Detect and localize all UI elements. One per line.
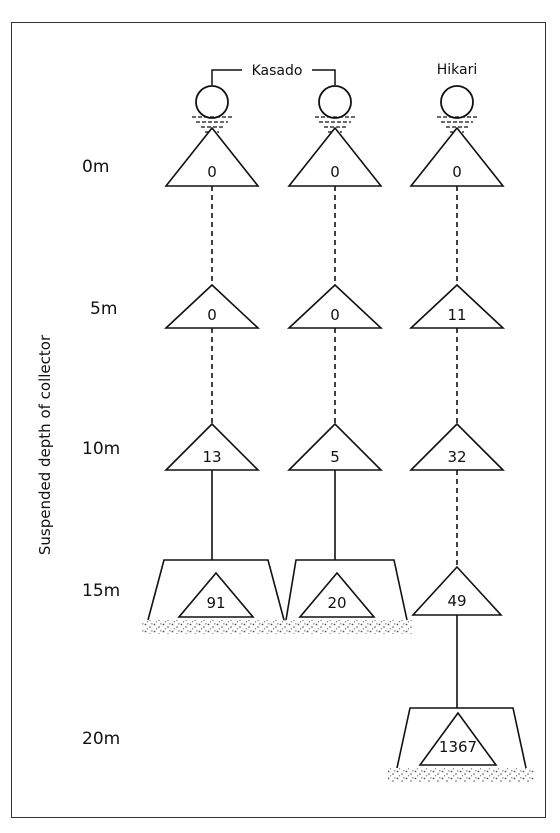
seabed-col-2 <box>290 620 412 634</box>
count-col3-0m: 0 <box>452 163 462 181</box>
count-col1-5m: 0 <box>207 306 217 324</box>
count-col1-10m: 13 <box>202 448 221 466</box>
count-col2-10m: 5 <box>330 448 340 466</box>
count-col2-15m: 20 <box>327 594 346 612</box>
seabed-col-1-2 <box>142 620 290 634</box>
count-col3-10m: 32 <box>447 448 466 466</box>
collector-column-1 <box>147 126 285 621</box>
count-col1-15m: 91 <box>206 594 225 612</box>
seabed-col-3 <box>388 768 534 782</box>
count-col2-0m: 0 <box>330 163 340 181</box>
depth-label-0m: 0m <box>82 157 109 177</box>
group-label-hikari: Hikari <box>437 62 478 78</box>
count-col3-5m: 11 <box>447 306 466 324</box>
depth-label-20m: 20m <box>82 729 120 749</box>
buoy-col-2 <box>315 85 355 133</box>
buoy-col-1 <box>192 85 232 133</box>
count-col1-0m: 0 <box>207 163 217 181</box>
y-axis-title: Suspended depth of collector <box>36 334 54 555</box>
count-col3-15m: 49 <box>447 592 466 610</box>
buoy-col-3 <box>437 85 477 133</box>
count-col3-20m: 1367 <box>439 738 477 756</box>
depth-label-5m: 5m <box>90 299 117 319</box>
count-col2-5m: 0 <box>330 306 340 324</box>
group-label-kasado: Kasado <box>252 63 303 79</box>
collector-column-3 <box>396 126 527 769</box>
kasado-bracket <box>211 69 336 85</box>
depth-label-10m: 10m <box>82 439 120 459</box>
collector-column-2 <box>285 126 408 621</box>
depth-label-15m: 15m <box>82 581 120 601</box>
figure-frame <box>11 22 546 818</box>
